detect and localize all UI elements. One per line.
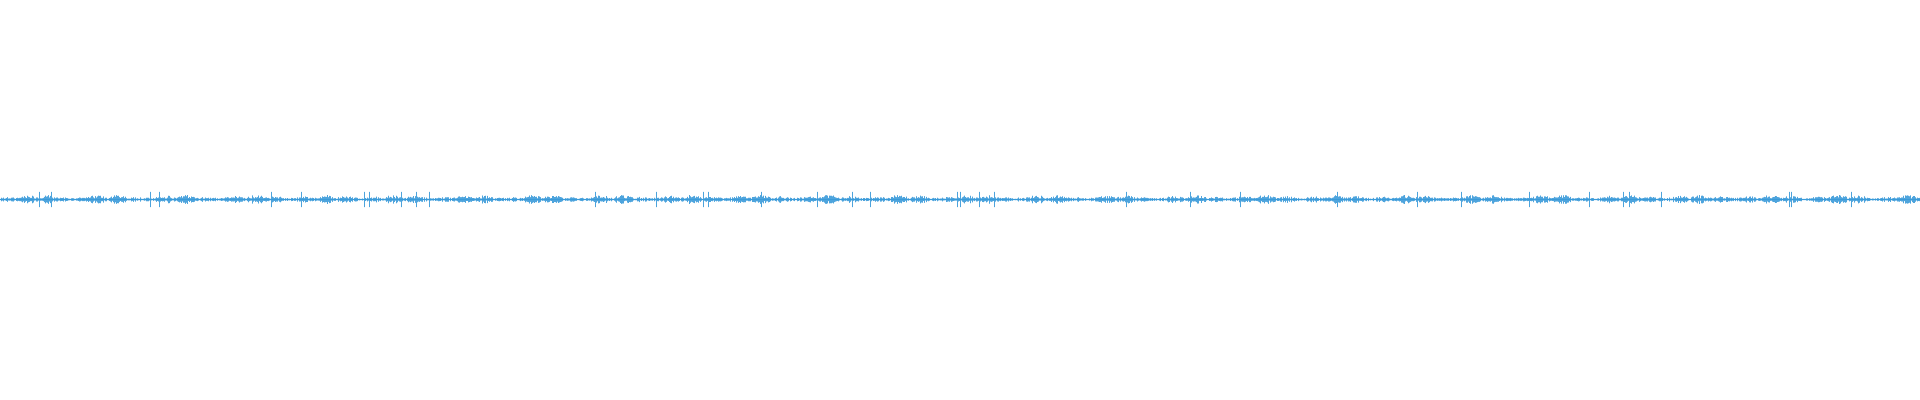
waveform-path [0,191,1920,208]
waveform-peaks [0,191,1920,208]
